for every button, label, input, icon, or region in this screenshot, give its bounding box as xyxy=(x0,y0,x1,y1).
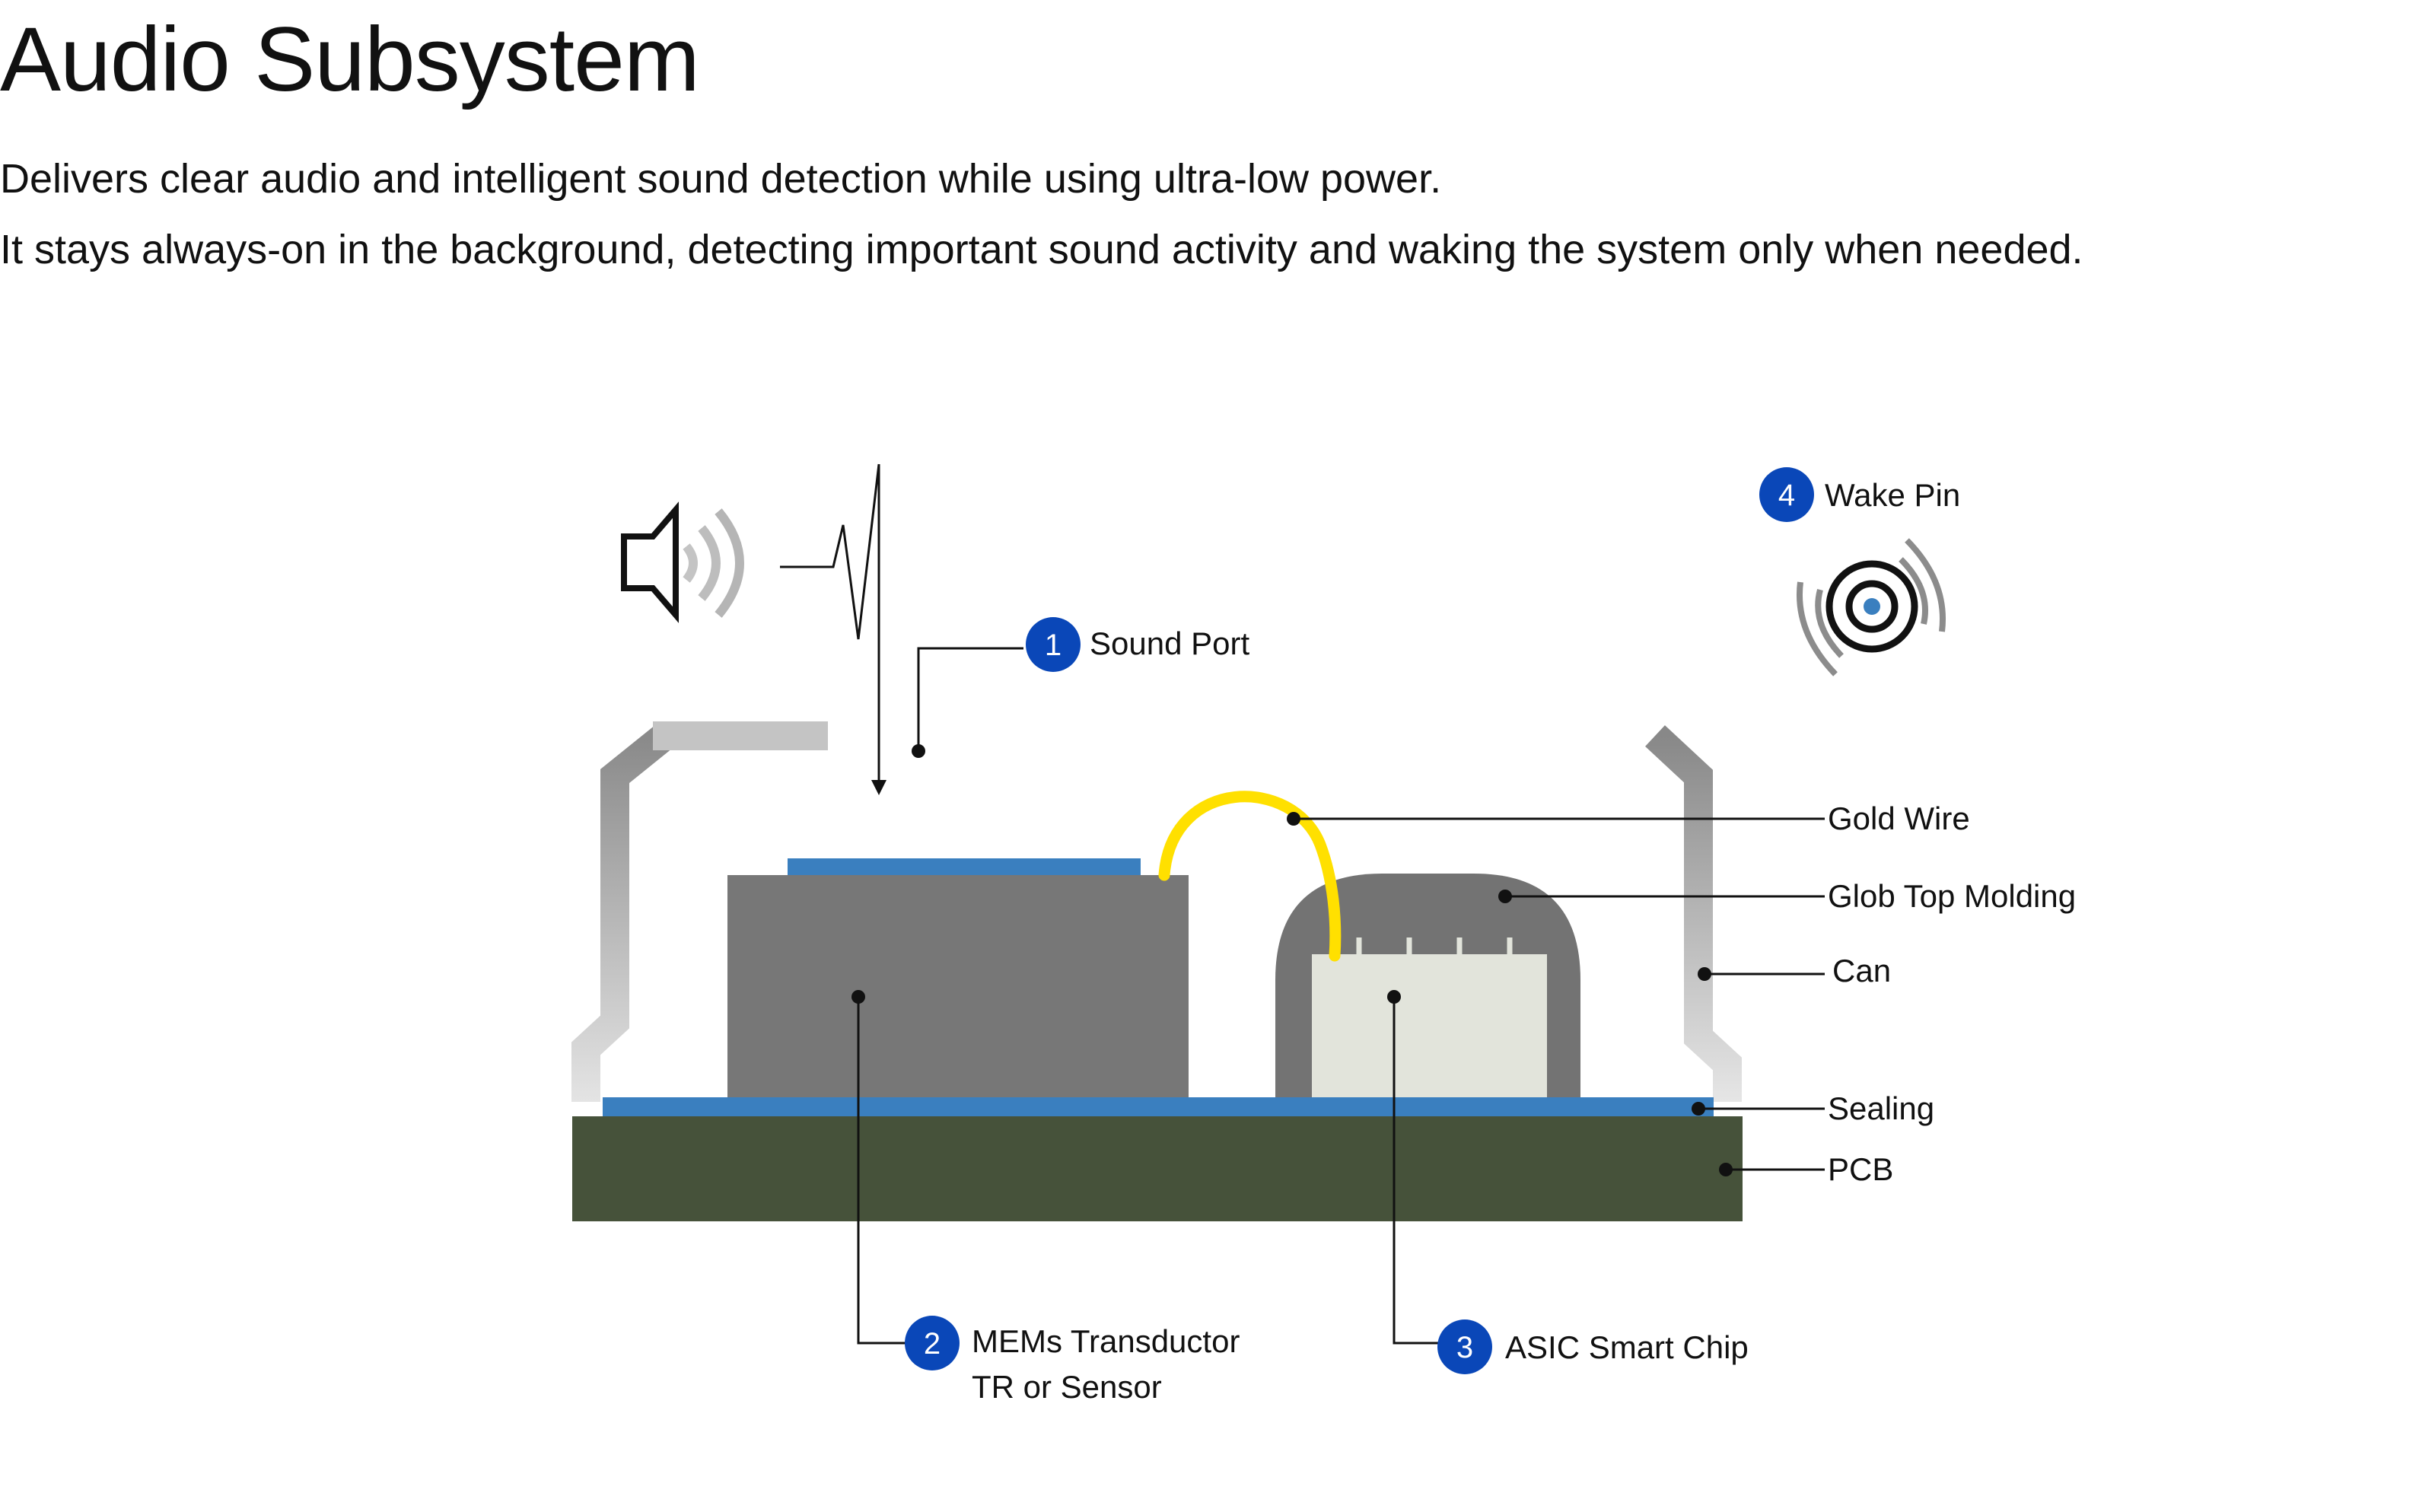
mems-transducer xyxy=(727,875,1189,1097)
asic-chip xyxy=(1312,954,1547,1097)
leader-dots xyxy=(851,744,1733,1176)
leader-asic xyxy=(1393,997,1440,1345)
label-mems-line1: MEMs Transductor xyxy=(972,1323,1240,1359)
subtitle-line-1: Delivers clear audio and intelligent sou… xyxy=(0,156,1442,202)
wake-signal-icon xyxy=(1797,538,1946,676)
label-pcb: PCB xyxy=(1828,1151,1893,1187)
label-glob-top: Glob Top Molding xyxy=(1828,878,2076,914)
sealing-layer xyxy=(603,1097,1714,1116)
badge-3-number: 3 xyxy=(1456,1331,1473,1364)
sound-waveform xyxy=(780,463,880,640)
leader-lines xyxy=(857,647,1825,1345)
label-mems-line2: TR or Sensor xyxy=(972,1369,1162,1405)
can-left-wall xyxy=(571,727,671,1102)
label-can: Can xyxy=(1832,953,1891,988)
mems-membrane xyxy=(788,858,1141,875)
badge-2: 2 xyxy=(905,1316,960,1370)
asic-pins xyxy=(1356,937,1513,956)
badge-1-number: 1 xyxy=(1045,629,1062,662)
leader-sound-port xyxy=(917,647,1023,751)
can-shell xyxy=(571,721,1742,1102)
speaker-icon xyxy=(621,501,744,623)
badge-4-number: 4 xyxy=(1778,479,1795,512)
label-sealing: Sealing xyxy=(1828,1090,1934,1126)
pcb xyxy=(572,1116,1743,1221)
page-title: Audio Subsystem xyxy=(0,8,700,110)
badge-1: 1 xyxy=(1026,617,1081,672)
label-wake-pin: Wake Pin xyxy=(1825,477,1960,513)
label-gold-wire: Gold Wire xyxy=(1828,801,1970,836)
label-asic: ASIC Smart Chip xyxy=(1505,1329,1749,1365)
leader-mems xyxy=(857,997,908,1345)
subtitle-line-2: It stays always-on in the background, de… xyxy=(0,227,2083,272)
badge-4: 4 xyxy=(1759,467,1814,522)
gold-wire xyxy=(1158,791,1342,962)
sound-arrowhead xyxy=(871,780,886,795)
label-sound-port: Sound Port xyxy=(1090,625,1249,661)
badge-2-number: 2 xyxy=(924,1327,941,1361)
can-right-wall xyxy=(1645,725,1742,1102)
badge-3: 3 xyxy=(1437,1319,1492,1374)
